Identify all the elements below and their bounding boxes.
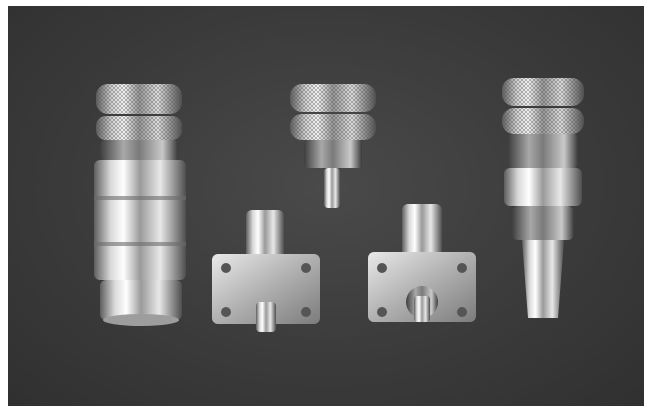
connectors-photo bbox=[8, 6, 644, 406]
connector-large-right bbox=[502, 78, 584, 318]
connectors-illustration bbox=[94, 78, 584, 332]
connector-large-left bbox=[94, 84, 186, 326]
flange-connector-right bbox=[368, 204, 476, 322]
flange-connector-left bbox=[212, 210, 320, 332]
connector-small-top bbox=[290, 84, 376, 208]
